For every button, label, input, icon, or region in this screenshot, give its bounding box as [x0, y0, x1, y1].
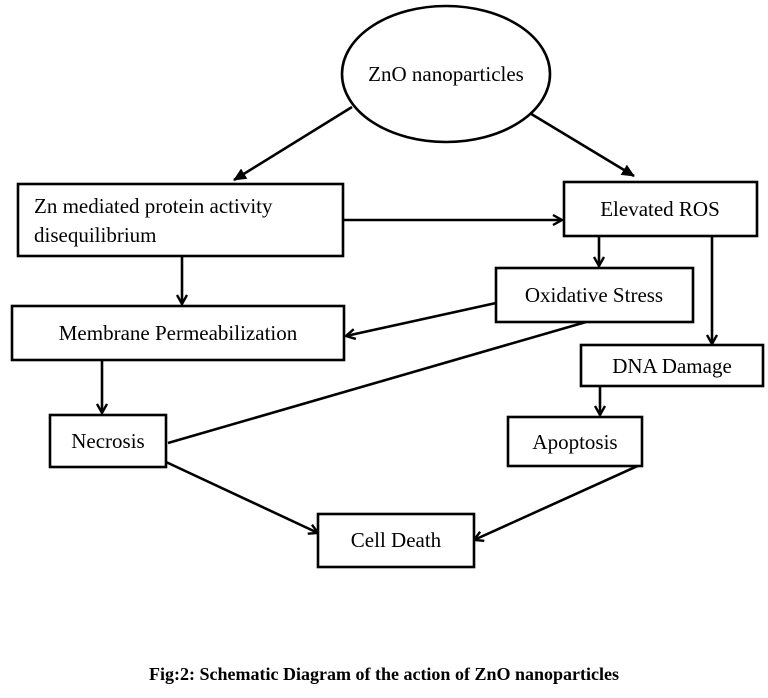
figure-caption: Fig:2: Schematic Diagram of the action o…: [149, 664, 619, 684]
zno-label: ZnO nanoparticles: [368, 62, 524, 86]
edge-necrosis-to-celldeath: [165, 460, 318, 533]
zn-label-line1: Zn mediated protein activity: [34, 194, 273, 218]
edge-apoptosis-to-celldeath: [474, 462, 643, 540]
membrane-label: Membrane Permeabilization: [59, 321, 298, 345]
apoptosis-label: Apoptosis: [532, 430, 617, 454]
ros-label: Elevated ROS: [600, 197, 720, 221]
edge-oxidative-to-necrosis: [167, 320, 587, 445]
node-zn-mediated: Zn mediated protein activity disequilibr…: [16, 182, 345, 258]
node-zno-nanoparticles: ZnO nanoparticles: [340, 4, 552, 144]
zn-label-line2: disequilibrium: [34, 223, 157, 247]
node-necrosis: Necrosis: [48, 413, 168, 469]
necrosis-label: Necrosis: [71, 429, 144, 453]
node-oxidative-stress: Oxidative Stress: [494, 266, 695, 324]
oxidative-label: Oxidative Stress: [525, 283, 663, 307]
edge-zno-to-zn: [233, 105, 353, 182]
node-cell-death: Cell Death: [316, 512, 476, 569]
node-dna-damage: DNA Damage: [579, 343, 765, 388]
dna-label: DNA Damage: [612, 354, 732, 378]
edge-zno-to-ros: [527, 110, 635, 178]
node-membrane-permeabilization: Membrane Permeabilization: [10, 304, 346, 362]
node-elevated-ros: Elevated ROS: [562, 180, 759, 238]
edge-oxidative-to-membrane: [346, 301, 497, 336]
celldeath-label: Cell Death: [351, 528, 442, 552]
node-apoptosis: Apoptosis: [506, 415, 644, 468]
